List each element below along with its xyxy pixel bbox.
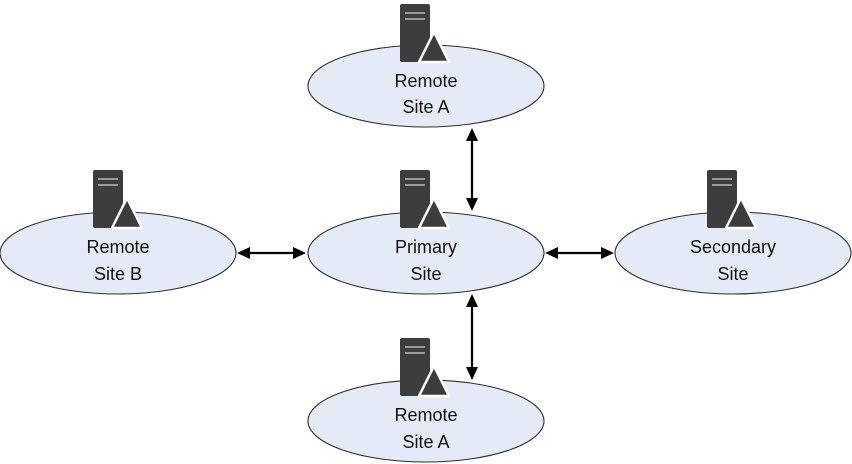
link-primary-secondary-site — [545, 247, 614, 259]
arrowhead-down — [466, 367, 478, 380]
node-remote-site-b: Remote Site B — [0, 170, 237, 295]
node-secondary-site: Secondary Site — [614, 170, 852, 295]
node-remote-site-a-bottom: Remote Site A — [307, 338, 545, 463]
arrowhead-right — [293, 247, 306, 259]
site-label-line-2: Site B — [94, 264, 142, 284]
link-primary-remote-site-a-bottom — [466, 294, 478, 380]
site-label-line-1: Remote — [394, 71, 457, 91]
link-primary-remote-site-a-top — [466, 128, 478, 211]
site-label-line-2: Site A — [402, 97, 449, 117]
site-label-line-1: Remote — [394, 405, 457, 425]
node-primary-site: Primary Site — [307, 170, 545, 295]
site-label-line-1: Primary — [395, 237, 457, 257]
arrowhead-up — [466, 294, 478, 307]
site-label-line-1: Remote — [86, 237, 149, 257]
links — [237, 128, 614, 380]
arrowhead-down — [466, 198, 478, 211]
server-warning-icon — [400, 170, 451, 230]
arrowhead-left — [237, 247, 250, 259]
arrowhead-up — [466, 128, 478, 141]
arrowhead-right — [601, 247, 614, 259]
arrowhead-left — [545, 247, 558, 259]
server-warning-icon — [707, 170, 758, 230]
site-label-line-2: Site — [717, 264, 748, 284]
link-primary-remote-site-b — [237, 247, 306, 259]
server-warning-icon — [400, 338, 451, 398]
server-warning-icon — [93, 170, 144, 230]
site-label-line-2: Site — [410, 264, 441, 284]
site-label-line-1: Secondary — [690, 237, 776, 257]
site-label-line-2: Site A — [402, 432, 449, 452]
server-warning-icon — [400, 4, 451, 64]
node-remote-site-a-top: Remote Site A — [307, 4, 545, 128]
